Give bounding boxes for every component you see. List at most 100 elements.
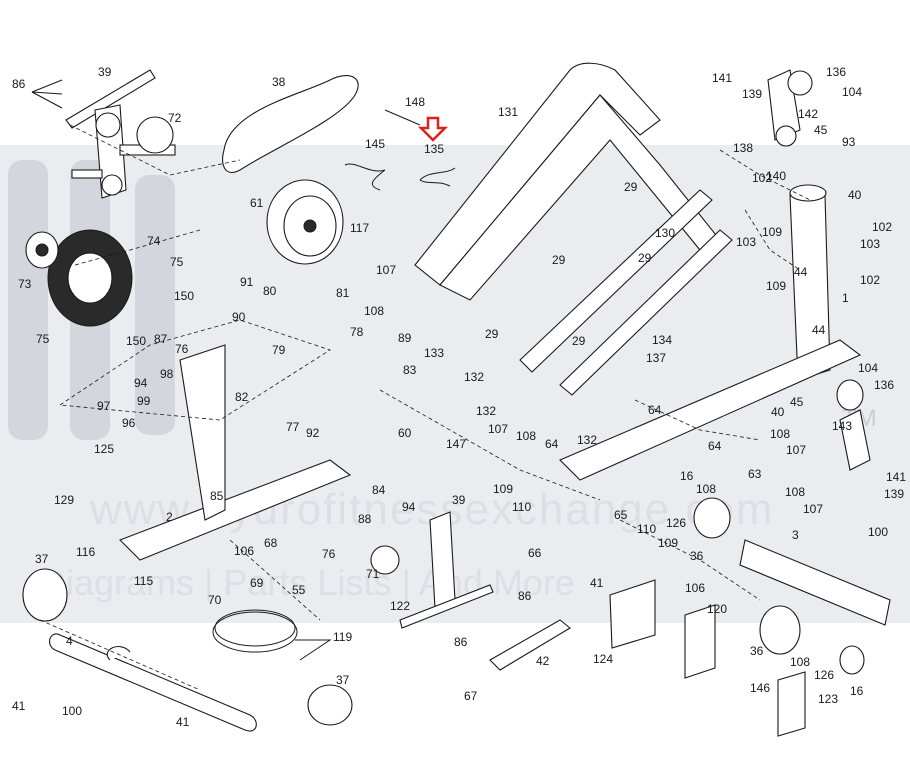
- label-92: 92: [306, 426, 320, 440]
- label-120: 120: [707, 602, 727, 616]
- label-100b: 100: [62, 704, 82, 718]
- label-109b: 109: [766, 279, 786, 293]
- crank-arm-143: [836, 379, 871, 471]
- label-4: 4: [66, 634, 73, 648]
- label-29e: 29: [572, 334, 586, 348]
- label-87: 87: [154, 332, 168, 346]
- label-71: 71: [366, 567, 380, 581]
- label-109d: 109: [658, 536, 678, 550]
- label-129: 129: [54, 493, 74, 507]
- label-102: 102: [752, 171, 772, 185]
- label-104b: 104: [858, 361, 878, 375]
- label-78: 78: [350, 325, 364, 339]
- label-142: 142: [798, 107, 818, 121]
- label-102b: 102: [872, 220, 892, 234]
- label-44b: 44: [812, 323, 826, 337]
- label-110b: 110: [637, 522, 656, 536]
- label-88: 88: [358, 512, 372, 526]
- electronics-box-124: [609, 579, 806, 737]
- label-126: 126: [666, 516, 686, 530]
- label-40: 40: [848, 188, 862, 202]
- watermark-tagline: Diagrams | Parts Lists | And More: [40, 562, 575, 603]
- label-134: 134: [652, 333, 672, 347]
- label-150: 150: [174, 289, 194, 303]
- label-147: 147: [446, 437, 466, 451]
- label-104: 104: [842, 85, 862, 99]
- rod-148: [384, 109, 421, 126]
- label-91: 91: [240, 275, 254, 289]
- label-16b: 16: [850, 684, 864, 698]
- label-89: 89: [398, 331, 412, 345]
- label-37: 37: [35, 552, 49, 566]
- handlebar-frame-131: [414, 62, 721, 301]
- link-arm-42: [489, 619, 571, 671]
- label-85: 85: [210, 489, 224, 503]
- label-110: 110: [512, 500, 531, 514]
- bracket-assembly-39: [31, 69, 176, 199]
- label-66: 66: [528, 546, 542, 560]
- label-80: 80: [263, 284, 277, 298]
- label-82: 82: [235, 390, 249, 404]
- label-123: 123: [818, 692, 838, 706]
- label-102c: 102: [860, 273, 880, 287]
- assembly-guides: [39, 124, 811, 691]
- label-74: 74: [147, 234, 161, 248]
- cable-145: [344, 163, 386, 191]
- label-55: 55: [292, 583, 306, 597]
- label-90: 90: [232, 310, 246, 324]
- label-29c: 29: [638, 251, 652, 265]
- label-69: 69: [250, 576, 264, 590]
- label-38: 38: [272, 75, 286, 89]
- label-61: 61: [250, 196, 264, 210]
- label-76: 76: [175, 342, 189, 356]
- label-109: 109: [762, 225, 782, 239]
- label-132c: 132: [577, 433, 597, 447]
- label-45: 45: [814, 123, 828, 137]
- stabilizer-3: [693, 497, 891, 675]
- part-labels: 86 39 72 38 148 135 145 131 141 139 136 …: [12, 65, 906, 729]
- label-131: 131: [498, 105, 518, 119]
- label-16: 16: [680, 469, 694, 483]
- label-44: 44: [794, 265, 808, 279]
- label-3: 3: [792, 528, 799, 542]
- label-106: 106: [234, 544, 254, 558]
- label-143: 143: [832, 419, 852, 433]
- label-98: 98: [160, 367, 174, 381]
- label-148: 148: [405, 95, 425, 109]
- flywheel-61: [266, 179, 344, 265]
- label-86c: 86: [518, 589, 532, 603]
- crank-arm-142: [767, 69, 813, 147]
- label-119: 119: [333, 630, 352, 644]
- label-145: 145: [365, 137, 385, 151]
- label-107d: 107: [803, 502, 823, 516]
- label-29: 29: [624, 180, 638, 194]
- label-83: 83: [403, 363, 417, 377]
- label-75: 75: [170, 255, 184, 269]
- label-103b: 103: [860, 237, 880, 251]
- label-100: 100: [868, 525, 888, 539]
- label-136b: 136: [874, 378, 894, 392]
- label-137: 137: [646, 351, 666, 365]
- base-frame-2: [119, 344, 352, 561]
- label-133: 133: [424, 346, 444, 360]
- label-86: 86: [12, 77, 26, 91]
- label-109c: 109: [493, 482, 513, 496]
- label-115: 115: [134, 574, 153, 588]
- label-124: 124: [593, 652, 613, 666]
- label-72: 72: [168, 111, 182, 125]
- label-103: 103: [736, 235, 756, 249]
- label-36: 36: [690, 549, 704, 563]
- label-140: 140: [766, 169, 786, 183]
- rail-130: [519, 189, 733, 396]
- label-29b: 29: [552, 253, 566, 267]
- label-125: 125: [94, 442, 114, 456]
- label-68: 68: [264, 536, 278, 550]
- label-136: 136: [826, 65, 846, 79]
- power-cord-119: [212, 609, 332, 661]
- label-141: 141: [712, 71, 732, 85]
- label-107b: 107: [488, 422, 508, 436]
- label-36b: 36: [750, 644, 764, 658]
- label-41: 41: [590, 576, 604, 590]
